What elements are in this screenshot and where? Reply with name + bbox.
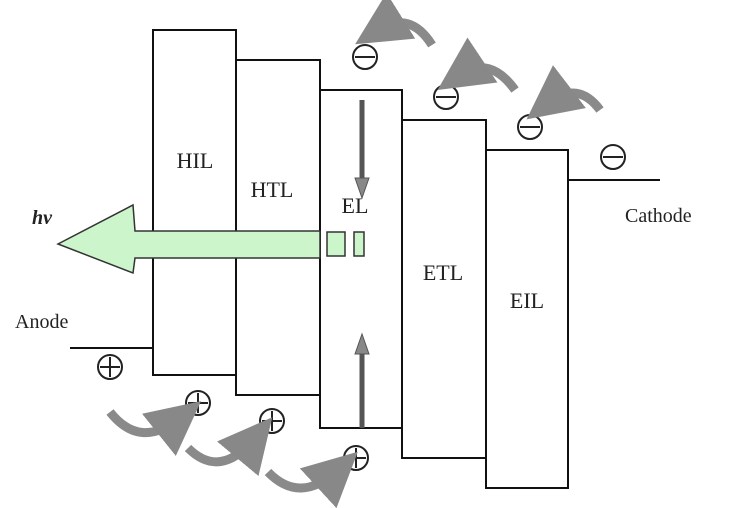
- curved-arrow-icon: [264, 451, 358, 508]
- curved-arrow-icon: [437, 37, 519, 93]
- layer-htl: [235, 59, 321, 396]
- layer-etl: [401, 119, 487, 459]
- hole-injection-arrow: [354, 332, 370, 428]
- label-hv: hv: [32, 207, 53, 229]
- emission-arrow: [56, 203, 321, 275]
- layer-hil: [152, 29, 237, 376]
- electron-icon: [433, 84, 459, 110]
- electron-icon: [352, 44, 378, 70]
- label-etl: ETL: [423, 260, 463, 285]
- hole-icon: [185, 390, 211, 416]
- curved-arrow-icon: [355, 0, 436, 48]
- label-cathode: Cathode: [625, 205, 692, 227]
- label-eil: EIL: [510, 288, 544, 313]
- label-htl: HTL: [251, 177, 294, 202]
- curved-arrow-icon: [184, 417, 273, 477]
- hole-icon: [343, 445, 369, 471]
- electron-injection-arrow: [354, 100, 370, 200]
- electron-icon: [517, 114, 543, 140]
- curved-arrow-icon: [526, 65, 604, 120]
- exciton-marker: [353, 231, 365, 257]
- curved-arrow-icon: [106, 401, 202, 456]
- layer-eil: [485, 149, 569, 489]
- electron-icon: [600, 144, 626, 170]
- hole-icon: [97, 354, 123, 380]
- label-el: EL: [342, 193, 369, 218]
- hole-icon: [259, 408, 285, 434]
- label-hil: HIL: [177, 148, 214, 173]
- label-anode: Anode: [15, 311, 68, 333]
- exciton-marker: [326, 231, 346, 257]
